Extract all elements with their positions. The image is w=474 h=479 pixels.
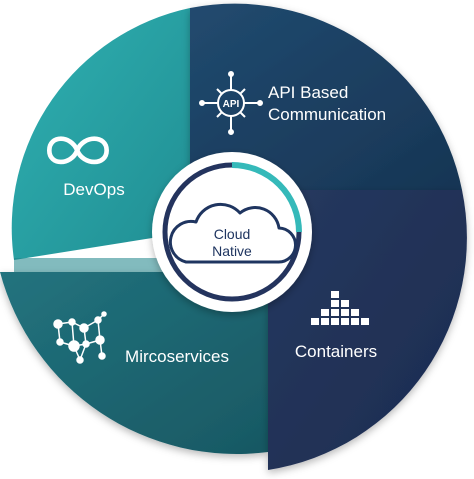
microservices-segment [0, 272, 268, 454]
network-nodes-icon [53, 311, 107, 364]
api-segment [190, 3, 462, 190]
container-blocks-icon [311, 291, 369, 325]
center-label-line1: Cloud [214, 226, 251, 242]
infinity-loop-icon [46, 136, 109, 165]
center-label-line2: Native [212, 243, 252, 259]
devops-segment [11, 8, 191, 260]
containers-label: Containers [295, 342, 377, 361]
api-label-line2: Communication [268, 105, 386, 124]
api-icon-text: API [223, 99, 240, 110]
containers-segment [268, 190, 467, 470]
api-label-line1: API Based [268, 83, 348, 102]
microservices-label: Mircoservices [125, 347, 229, 366]
devops-label: DevOps [63, 180, 124, 199]
api-gear-icon [199, 71, 263, 135]
center-ring-accent [231, 162, 302, 233]
center-circle-bg [152, 152, 312, 312]
devops-segment-band [14, 258, 190, 272]
cloud-icon [168, 202, 297, 264]
